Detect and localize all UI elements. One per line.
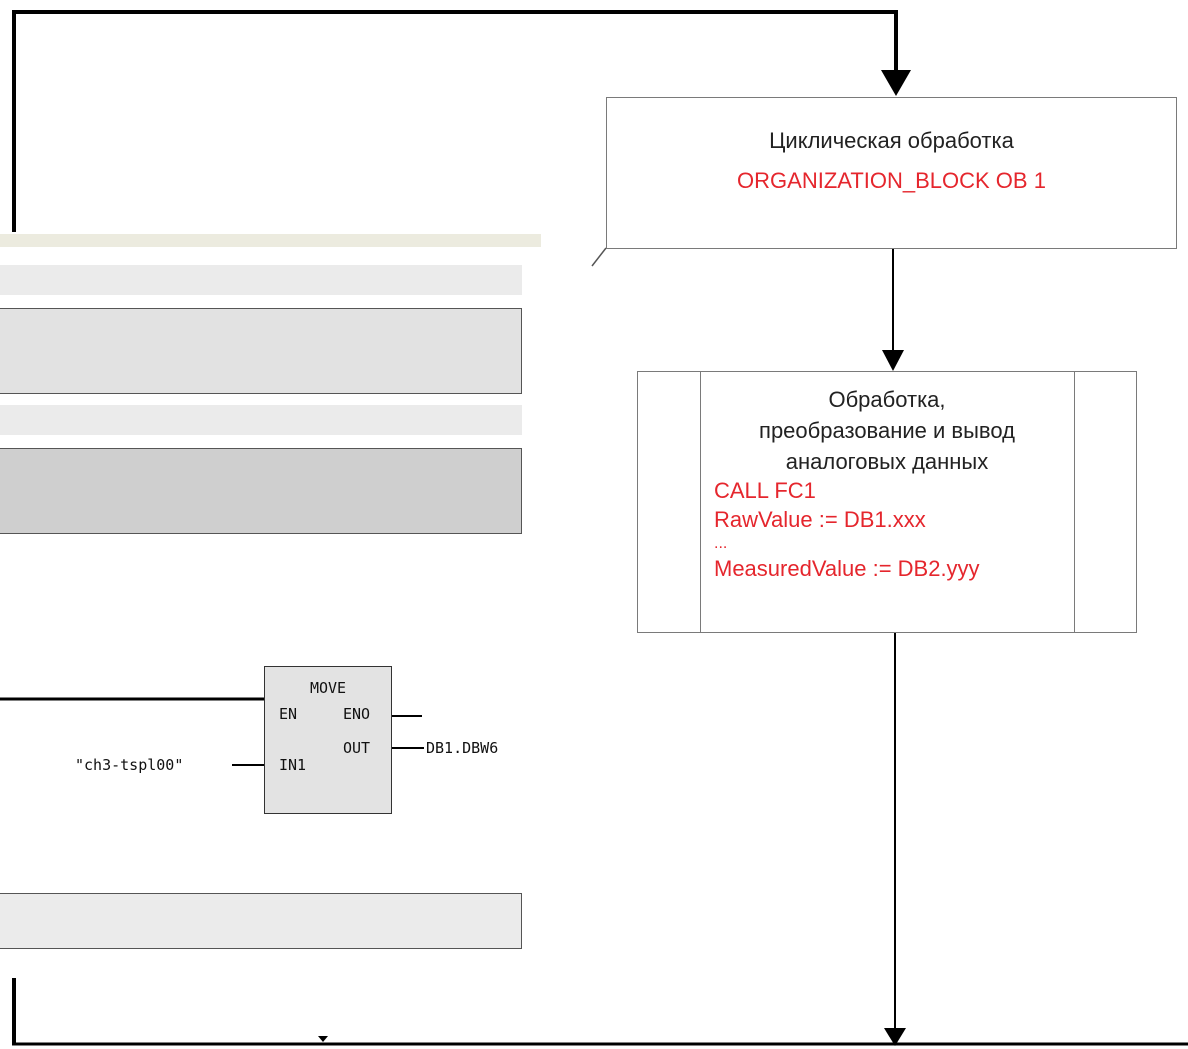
arrow-into-fc1 xyxy=(882,350,904,371)
fc1-box[interactable]: Обработка, преобразование и вывод аналог… xyxy=(637,371,1137,633)
fc1-code-line: CALL FC1 xyxy=(714,478,816,503)
fc1-text-line: аналоговых данных xyxy=(785,449,989,474)
move-pin-out: OUT xyxy=(343,739,371,757)
ob1-corner-stub xyxy=(591,247,607,267)
move-pin-eno: ENO xyxy=(343,705,371,723)
bottom-small-arrow xyxy=(318,1036,328,1042)
arrow-to-bottom xyxy=(884,1028,906,1046)
fc1-code-line: ... xyxy=(714,535,728,552)
ob1-box[interactable]: Циклическая обработка ORGANIZATION_BLOCK… xyxy=(606,97,1177,249)
fc1-left-bar xyxy=(700,372,701,632)
panel-bar-1 xyxy=(0,265,522,295)
move-output-operand[interactable]: DB1.DBW6 xyxy=(426,739,499,757)
fc1-code-line: MeasuredValue := DB2.yyy xyxy=(714,556,980,581)
panel-header-strip xyxy=(0,234,541,247)
move-pin-in1: IN1 xyxy=(279,756,307,774)
move-pin-en: EN xyxy=(279,705,298,723)
arrow-into-ob1 xyxy=(881,70,911,96)
fc1-text-line: преобразование и вывод xyxy=(759,418,1015,443)
panel-box-3[interactable] xyxy=(0,893,522,949)
ob1-code: ORGANIZATION_BLOCK OB 1 xyxy=(737,168,1046,193)
panel-bar-2 xyxy=(0,405,522,435)
fc1-text-line: Обработка, xyxy=(828,387,946,412)
panel-box-1[interactable] xyxy=(0,308,522,394)
panel-box-2[interactable] xyxy=(0,448,522,534)
move-block[interactable]: MOVE EN ENO OUT IN1 xyxy=(264,666,392,814)
move-title: MOVE xyxy=(309,679,347,697)
move-input-operand[interactable]: "ch3-tspl00" xyxy=(75,756,184,774)
fc1-code-line: RawValue := DB1.xxx xyxy=(714,507,926,532)
ob1-title: Циклическая обработка xyxy=(769,128,1014,153)
fc1-right-bar xyxy=(1074,372,1075,632)
fc1-description: Обработка, преобразование и вывод аналог… xyxy=(700,384,1074,477)
fc1-code: CALL FC1 RawValue := DB1.xxx ... Measure… xyxy=(714,476,980,583)
